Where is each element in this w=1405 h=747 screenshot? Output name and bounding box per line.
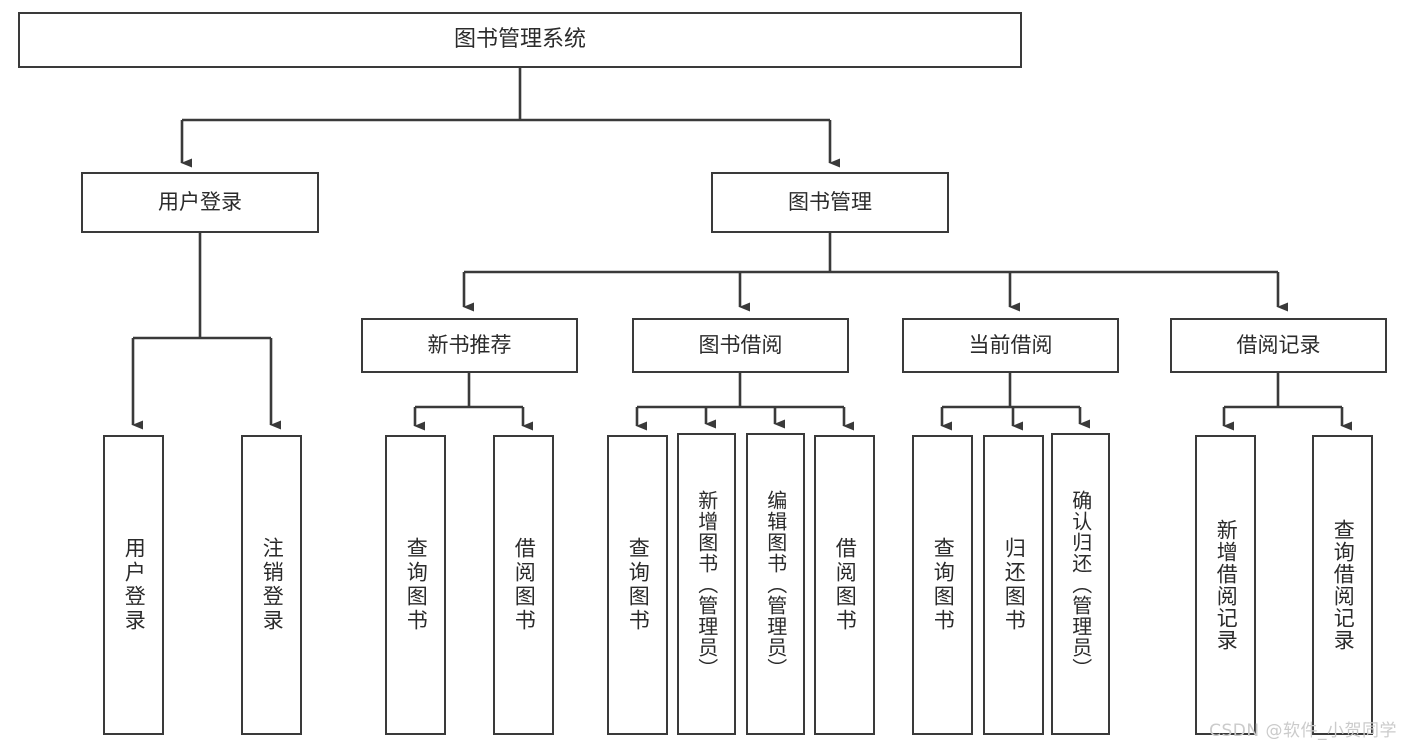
node-leaf-borrow-book-1[interactable]: 借阅图书 xyxy=(493,435,554,735)
node-leaf-query-book-3-label: 查询图书 xyxy=(931,537,956,633)
node-borrow-record[interactable]: 借阅记录 xyxy=(1170,318,1387,373)
node-leaf-borrow-book-2[interactable]: 借阅图书 xyxy=(814,435,875,735)
node-leaf-return-book-label: 归还图书 xyxy=(1002,537,1027,633)
node-leaf-edit-book-label: 编辑图书（管理员） xyxy=(763,489,788,679)
node-leaf-confirm-return-label: 确认归还（管理员） xyxy=(1068,489,1093,679)
node-leaf-logout-login[interactable]: 注销登录 xyxy=(241,435,302,735)
node-leaf-query-book-1[interactable]: 查询图书 xyxy=(385,435,446,735)
node-leaf-edit-book[interactable]: 编辑图书（管理员） xyxy=(746,433,805,735)
node-leaf-add-record-label: 新增借阅记录 xyxy=(1214,519,1239,651)
node-current-borrow[interactable]: 当前借阅 xyxy=(902,318,1119,373)
node-leaf-return-book[interactable]: 归还图书 xyxy=(983,435,1044,735)
node-leaf-query-record[interactable]: 查询借阅记录 xyxy=(1312,435,1373,735)
node-leaf-confirm-return[interactable]: 确认归还（管理员） xyxy=(1051,433,1110,735)
node-book-management-label: 图书管理 xyxy=(788,189,872,214)
node-book-borrow-label: 图书借阅 xyxy=(698,332,783,357)
node-user-login[interactable]: 用户登录 xyxy=(81,172,319,233)
node-current-borrow-label: 当前借阅 xyxy=(968,332,1053,357)
csdn-watermark: CSDN @软件_小贺同学 xyxy=(1209,721,1397,741)
node-leaf-query-book-2-label: 查询图书 xyxy=(626,537,651,633)
node-leaf-add-book-label: 新增图书（管理员） xyxy=(694,489,719,679)
node-root[interactable]: 图书管理系统 xyxy=(18,12,1022,68)
node-leaf-query-book-1-label: 查询图书 xyxy=(404,537,429,633)
node-new-book-recommend-label: 新书推荐 xyxy=(427,332,512,357)
node-leaf-add-book[interactable]: 新增图书（管理员） xyxy=(677,433,736,735)
node-book-management[interactable]: 图书管理 xyxy=(711,172,949,233)
node-user-login-label: 用户登录 xyxy=(158,189,242,214)
node-new-book-recommend[interactable]: 新书推荐 xyxy=(361,318,578,373)
node-leaf-query-record-label: 查询借阅记录 xyxy=(1331,519,1356,651)
node-leaf-user-login-label: 用户登录 xyxy=(122,537,147,633)
node-leaf-logout-login-label: 注销登录 xyxy=(260,537,285,633)
node-borrow-record-label: 借阅记录 xyxy=(1236,332,1321,357)
node-book-borrow[interactable]: 图书借阅 xyxy=(632,318,849,373)
node-leaf-borrow-book-1-label: 借阅图书 xyxy=(512,537,537,633)
node-leaf-add-record[interactable]: 新增借阅记录 xyxy=(1195,435,1256,735)
node-leaf-query-book-3[interactable]: 查询图书 xyxy=(912,435,973,735)
node-leaf-borrow-book-2-label: 借阅图书 xyxy=(833,537,858,633)
node-leaf-query-book-2[interactable]: 查询图书 xyxy=(607,435,668,735)
node-leaf-user-login[interactable]: 用户登录 xyxy=(103,435,164,735)
node-root-label: 图书管理系统 xyxy=(453,26,586,52)
